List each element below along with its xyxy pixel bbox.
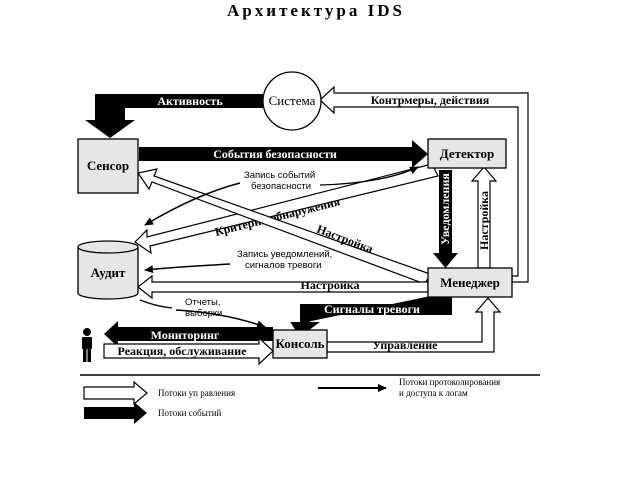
node-audit-label: Аудит <box>91 265 126 280</box>
flow-settings-diag <box>136 168 431 285</box>
flow-countermeasures-label: Контрмеры, действия <box>371 93 490 107</box>
flow-security-events <box>139 140 428 168</box>
flow-detection-criteria <box>134 163 439 255</box>
flow-monitoring-label: Мониторинг <box>151 328 220 342</box>
node-audit <box>77 247 139 300</box>
legend-control-flows-label: Потоки уп равления <box>158 388 235 398</box>
operator-person-icon <box>82 328 92 362</box>
flow-settings-detector <box>470 166 498 269</box>
annotation-notif-log-1: Запись уведомлений, <box>237 249 332 260</box>
annotation-event-log-2: безопасности <box>251 181 311 192</box>
legend-event-flows-label: Потоки событий <box>158 408 222 418</box>
annotation-event-log-1: Запись событий <box>244 170 315 181</box>
node-console <box>272 329 328 359</box>
flow-notifications-label: Уведомления <box>438 173 452 245</box>
flow-alarm-signals-body <box>290 294 452 333</box>
flow-activity <box>85 94 263 138</box>
flow-monitoring <box>104 321 273 347</box>
node-system <box>262 71 322 131</box>
arrow-event-log <box>144 182 241 226</box>
flow-reaction <box>103 336 274 366</box>
annotation-reports-2: выборки <box>185 308 222 319</box>
flow-reaction-label: Реакция, обслуживание <box>118 344 248 358</box>
flow-alarm-signals-label: Сигналы тревоги <box>324 302 420 316</box>
flow-settings-audit <box>137 274 429 300</box>
flow-countermeasures <box>319 85 529 283</box>
node-console-label: Консоль <box>275 336 324 351</box>
legend-control-flow-icon <box>83 380 148 406</box>
arrow-reports <box>175 309 266 329</box>
node-audit-top <box>77 240 139 254</box>
node-sensor-label: Сенсор <box>87 158 129 173</box>
flow-control <box>326 297 502 353</box>
legend-logging-flows-label-2: и доступа к логам <box>399 388 468 398</box>
arrow-reports-start <box>139 299 173 309</box>
flow-settings-audit-label: Настройка <box>300 278 359 292</box>
flow-settings-detector-label: Настройка <box>477 191 491 250</box>
arrow-notification-log <box>144 263 231 274</box>
node-manager <box>427 267 513 298</box>
node-sensor <box>77 138 139 194</box>
annotation-reports-1: Отчеты, <box>185 297 220 308</box>
node-detector <box>427 138 507 169</box>
flow-control-label: Управление <box>373 338 439 352</box>
flow-security-events-label: События безопасности <box>213 147 337 161</box>
diagram-title: Архитектура IDS <box>227 1 405 20</box>
flow-notifications <box>433 170 458 268</box>
legend-event-flow-icon <box>84 402 147 424</box>
flow-activity-label: Активность <box>157 94 223 108</box>
annotation-notif-log-2: сигналов тревоги <box>245 260 322 271</box>
node-manager-label: Менеджер <box>440 275 500 290</box>
node-detector-label: Детектор <box>440 146 494 161</box>
legend-logging-flows-label-1: Потоки протоколирования <box>399 377 500 387</box>
arrow-event-log-to-detector <box>319 166 419 186</box>
node-system-label: Система <box>269 93 316 108</box>
